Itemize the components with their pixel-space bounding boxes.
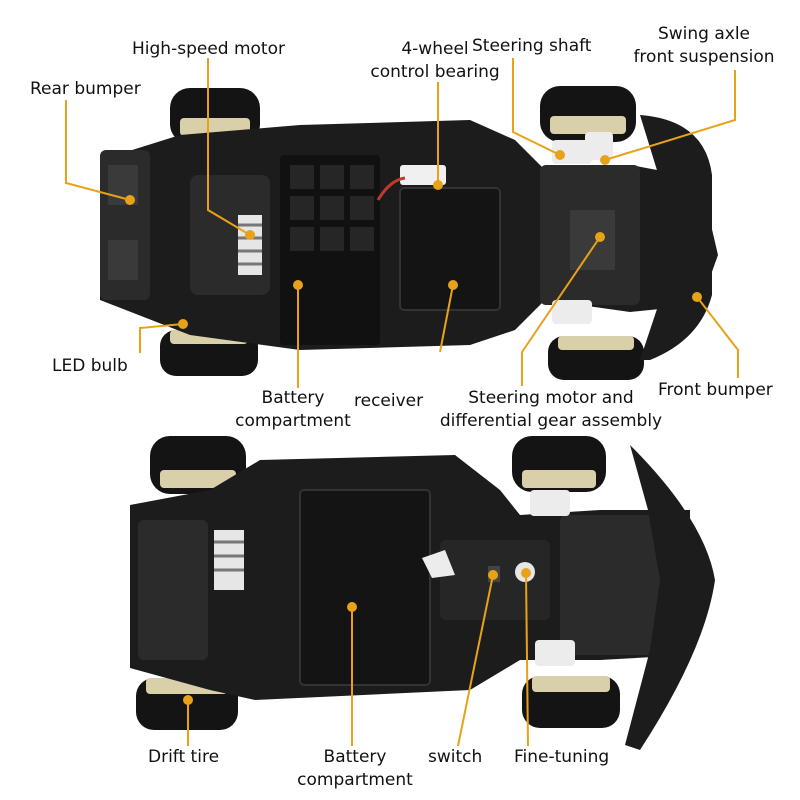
label-high-speed-motor: High-speed motor: [132, 39, 285, 59]
label-led-bulb: LED bulb: [52, 356, 128, 376]
leader-led-bulb: [139, 323, 184, 353]
leader-steering-motor: [521, 236, 601, 386]
label-steering-motor-line2: differential gear assembly: [439, 411, 663, 431]
label-bottom-battery-line2: compartment: [297, 770, 413, 790]
label-switch: switch: [428, 747, 483, 767]
bottom-front-right-wheel: [522, 676, 620, 728]
leader-steering-shaft: [512, 58, 561, 156]
label-steering-shaft: Steering shaft: [472, 36, 592, 56]
label-battery-line2: compartment: [235, 411, 351, 431]
label-bottom-battery-line1: Battery: [323, 747, 387, 767]
leader-switch: [457, 574, 494, 747]
bottom-view-chassis: [130, 436, 715, 750]
label-battery-line1: Battery: [261, 388, 325, 408]
leader-swing-axle: [604, 70, 736, 161]
label-swing-axle-line2: front suspension: [633, 47, 775, 67]
bottom-rear-left-wheel: [150, 436, 246, 494]
label-fine-tuning: Fine-tuning: [514, 747, 610, 767]
label-drift-tire: Drift tire: [148, 747, 220, 767]
front-right-wheel: [548, 336, 644, 380]
front-left-wheel: [540, 86, 636, 142]
leader-dots: [125, 150, 702, 705]
leader-high-speed-motor: [207, 58, 251, 236]
top-view-chassis: [100, 86, 718, 380]
label-4-wheel-line1: 4-wheel: [401, 39, 469, 59]
leader-lines: [65, 58, 739, 747]
label-rear-bumper: Rear bumper: [30, 79, 141, 99]
leader-rear-bumper: [65, 100, 131, 201]
label-front-bumper: Front bumper: [658, 380, 773, 400]
label-receiver: receiver: [354, 391, 424, 411]
leader-fine-tuning: [525, 572, 529, 747]
bottom-front-left-wheel: [512, 436, 606, 492]
label-steering-motor-line1: Steering motor and: [468, 388, 634, 408]
leader-front-bumper: [696, 296, 739, 378]
label-swing-axle-line1: Swing axle: [657, 24, 751, 44]
leader-receiver: [439, 284, 454, 353]
label-4-wheel-line2: control bearing: [370, 62, 500, 82]
